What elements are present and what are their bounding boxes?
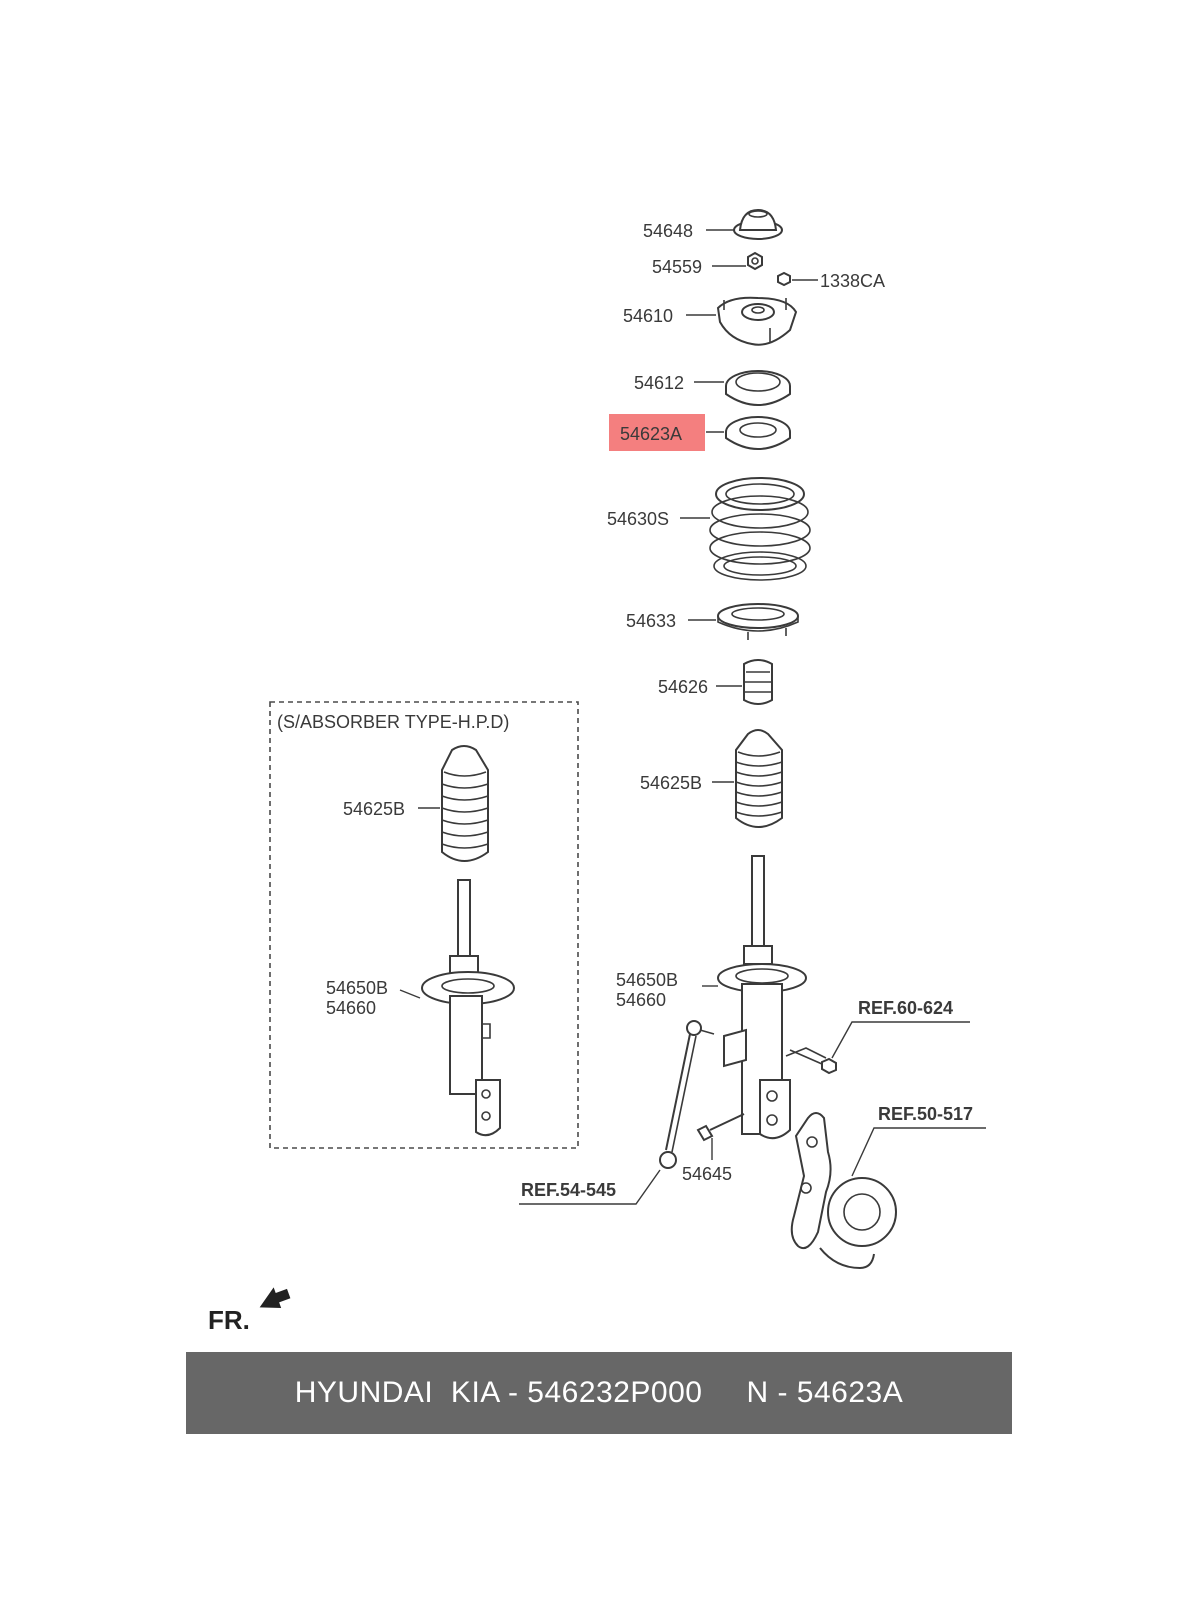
label-54645: 54645 — [682, 1164, 732, 1184]
label-54630S: 54630S — [607, 509, 669, 529]
banner-catalog-code: N - 54623A — [746, 1376, 904, 1409]
label-54625B-main: 54625B — [640, 773, 702, 793]
part-54612 — [725, 370, 791, 406]
stabilizer-link — [659, 1020, 715, 1169]
label-ref-54-545: REF.54-545 — [521, 1180, 616, 1200]
inset-hpd-variant: (S/ABSORBER TYPE-H.P.D) 54625B 54650B 54… — [269, 701, 579, 1149]
part-54633 — [717, 603, 799, 640]
label-54648: 54648 — [643, 221, 693, 241]
label-54626: 54626 — [658, 677, 708, 697]
label-54650B-main: 54650B — [616, 970, 678, 990]
part-54610 — [716, 296, 798, 346]
part-54648 — [733, 208, 783, 240]
part-number-banner: HYUNDAI KIA - 546232P000 N - 54623A — [186, 1352, 1012, 1434]
part-54650B-inset — [421, 879, 515, 1137]
part-54559 — [747, 251, 763, 271]
front-arrow-icon — [259, 1287, 291, 1309]
label-54650B-inset: 54650B — [326, 978, 388, 998]
label-54612: 54612 — [634, 373, 684, 393]
part-54625B-inset — [441, 745, 489, 862]
part-54645 — [696, 1113, 745, 1142]
label-54633: 54633 — [626, 611, 676, 631]
front-direction-label: FR. — [208, 1305, 250, 1335]
steering-knuckle — [790, 1112, 897, 1270]
inset-title: (S/ABSORBER TYPE-H.P.D) — [277, 712, 509, 732]
label-1338CA: 1338CA — [820, 271, 885, 291]
label-ref-60-624: REF.60-624 — [858, 998, 953, 1018]
banner-brand-part-number: HYUNDAI KIA - 546232P000 — [294, 1376, 703, 1409]
part-1338CA — [777, 271, 791, 287]
highlight-box-54623A — [609, 414, 705, 451]
ref-60-624-nut — [789, 1049, 837, 1075]
label-54623A: 54623A — [620, 424, 682, 444]
label-ref-50-517: REF.50-517 — [878, 1104, 973, 1124]
label-54660-inset: 54660 — [326, 998, 376, 1018]
part-54623A — [725, 416, 791, 450]
part-54630S — [709, 477, 811, 581]
part-54625B-main — [735, 729, 783, 828]
part-54650B-main — [717, 855, 827, 1140]
label-54625B-inset: 54625B — [343, 799, 405, 819]
label-54610: 54610 — [623, 306, 673, 326]
part-54626 — [743, 659, 773, 705]
label-54660-main: 54660 — [616, 990, 666, 1010]
label-54559: 54559 — [652, 257, 702, 277]
